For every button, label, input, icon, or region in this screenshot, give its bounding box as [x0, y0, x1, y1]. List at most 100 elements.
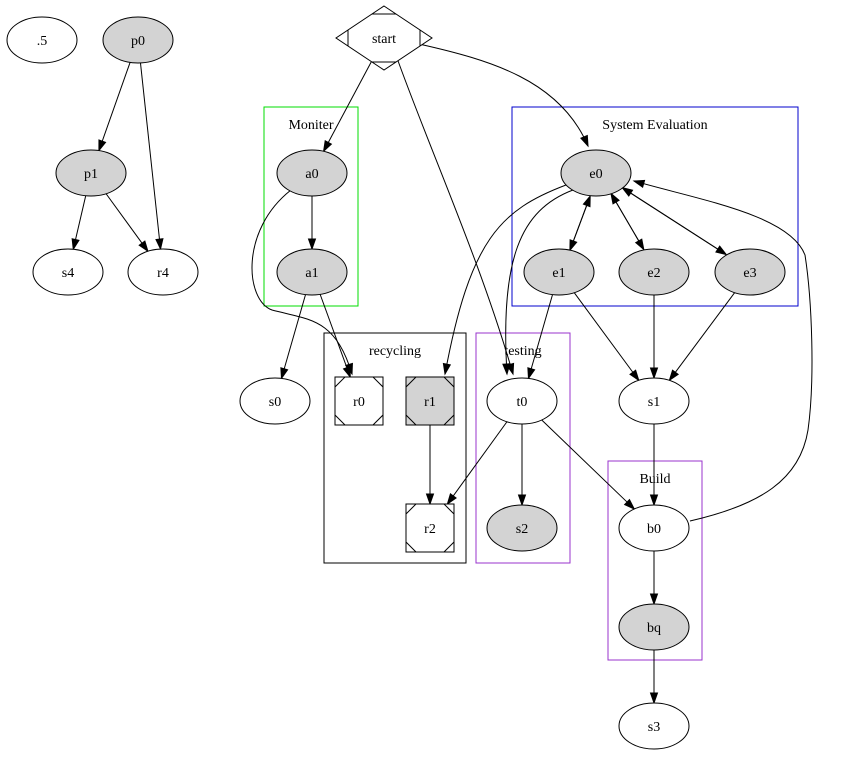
node-label: e1 [552, 266, 565, 281]
arrowhead-icon [632, 179, 646, 188]
node-label: r2 [424, 522, 436, 537]
node-r4[interactable]: r4 [127, 248, 199, 296]
arrowhead-icon [649, 692, 659, 705]
node-label: s1 [648, 395, 660, 410]
ellipse-shape [239, 377, 311, 425]
edge-line [615, 201, 645, 250]
ellipse-shape [618, 248, 690, 296]
corner-mark [405, 541, 417, 553]
edge-line [530, 294, 553, 369]
ellipse-shape [618, 504, 690, 552]
corner-mark [372, 414, 384, 426]
node-a1[interactable]: a1 [276, 248, 348, 296]
cluster-border [263, 106, 359, 307]
edge-b0-to-bq [649, 551, 659, 606]
node-label: .5 [37, 34, 48, 49]
node-e1[interactable]: e1 [523, 248, 595, 296]
node-start[interactable]: start [335, 5, 433, 71]
node-label: r0 [353, 395, 365, 410]
cluster-border [511, 106, 799, 307]
corner-mark [443, 414, 455, 426]
ellipse-shape [276, 248, 348, 296]
cluster-label: testing [504, 344, 541, 359]
cluster-system-evaluation: System Evaluation [511, 106, 799, 307]
cluster-testing: testing [475, 332, 571, 564]
node-s2[interactable]: s2 [486, 504, 558, 552]
edge-line [674, 292, 736, 373]
ellipse-shape [55, 149, 127, 197]
corner-mark [443, 541, 455, 553]
ellipse-shape [127, 248, 199, 296]
edge-t0-to-s2 [517, 424, 527, 507]
edge-line [630, 192, 727, 255]
node-s3[interactable]: s3 [618, 702, 690, 750]
edge-p1-to-s4 [71, 195, 87, 251]
ellipse-shape [714, 248, 786, 296]
arrowhead-icon [527, 367, 536, 380]
node-label: p1 [84, 167, 98, 182]
corner-mark [405, 376, 417, 388]
nodes-layer: .5 p0 p1 s4 r4 start a0 a1 s0 r0 r1 r2 t0 s2 e0 e1 e2 e3 s… [6, 5, 786, 750]
cluster-label: Moniter [288, 118, 333, 133]
edge-t0-to-r2 [446, 421, 508, 506]
arrowhead-icon [138, 240, 149, 253]
edge-e3-to-s1 [668, 292, 736, 382]
node-t0[interactable]: t0 [486, 377, 558, 425]
edge-p0-to-r4 [139, 62, 164, 251]
arrowhead-icon [629, 369, 640, 382]
cluster-recycling: recycling [323, 332, 467, 564]
arrowhead-icon [307, 238, 317, 251]
node-label: e2 [647, 266, 660, 281]
node-p1[interactable]: p1 [55, 149, 127, 197]
node-b0[interactable]: b0 [618, 504, 690, 552]
corner-mark [334, 414, 346, 426]
corner-mark [443, 503, 455, 515]
arrowhead-icon [71, 238, 80, 251]
ellipse-shape [32, 248, 104, 296]
arrowhead-icon [425, 493, 435, 506]
node-s1[interactable]: s1 [618, 377, 690, 425]
arrowhead-icon [280, 367, 289, 380]
ellipse-shape [102, 16, 174, 64]
arrowhead-icon [649, 367, 659, 380]
node-r0[interactable]: r0 [334, 376, 384, 426]
node-r2[interactable]: r2 [405, 503, 455, 553]
arrowhead-icon [342, 365, 351, 379]
node-a0[interactable]: a0 [276, 149, 348, 197]
node-r1[interactable]: r1 [405, 376, 455, 426]
edge-line [505, 189, 574, 375]
arrowhead-icon [610, 192, 620, 205]
node-dot5[interactable]: .5 [6, 16, 78, 64]
node-e0[interactable]: e0 [560, 149, 632, 197]
edge-e0-to-r1 [442, 184, 567, 376]
arrowhead-icon [668, 369, 680, 382]
edge-a0-to-a1 [307, 196, 317, 251]
edge-line [396, 57, 514, 375]
node-e3[interactable]: e3 [714, 248, 786, 296]
edge-line [573, 292, 634, 373]
node-e2[interactable]: e2 [618, 248, 690, 296]
node-label: b0 [647, 522, 661, 537]
node-s4[interactable]: s4 [32, 248, 104, 296]
node-bq[interactable]: bq [618, 603, 690, 651]
node-label: s3 [648, 720, 660, 735]
node-s0[interactable]: s0 [239, 377, 311, 425]
clusters-layer: Moniter System Evaluation recycling testing… [263, 106, 799, 661]
edge-line [452, 421, 508, 497]
cluster-monitor: Moniter [263, 106, 359, 307]
arrowhead-icon [580, 134, 589, 148]
node-label: a1 [305, 266, 318, 281]
edge-e1-to-e0 [569, 194, 591, 251]
node-label: r1 [424, 395, 436, 410]
cluster-label: recycling [369, 344, 421, 359]
node-p0[interactable]: p0 [102, 16, 174, 64]
arrowhead-icon [322, 140, 333, 153]
ellipse-shape [618, 377, 690, 425]
arrowhead-icon [582, 194, 591, 208]
ellipse-shape [486, 504, 558, 552]
edge-e3-to-e0 [620, 186, 727, 255]
edge-a1-to-s0 [280, 294, 306, 380]
ellipse-shape [6, 16, 78, 64]
edge-line [569, 205, 588, 251]
node-label: s0 [269, 395, 281, 410]
